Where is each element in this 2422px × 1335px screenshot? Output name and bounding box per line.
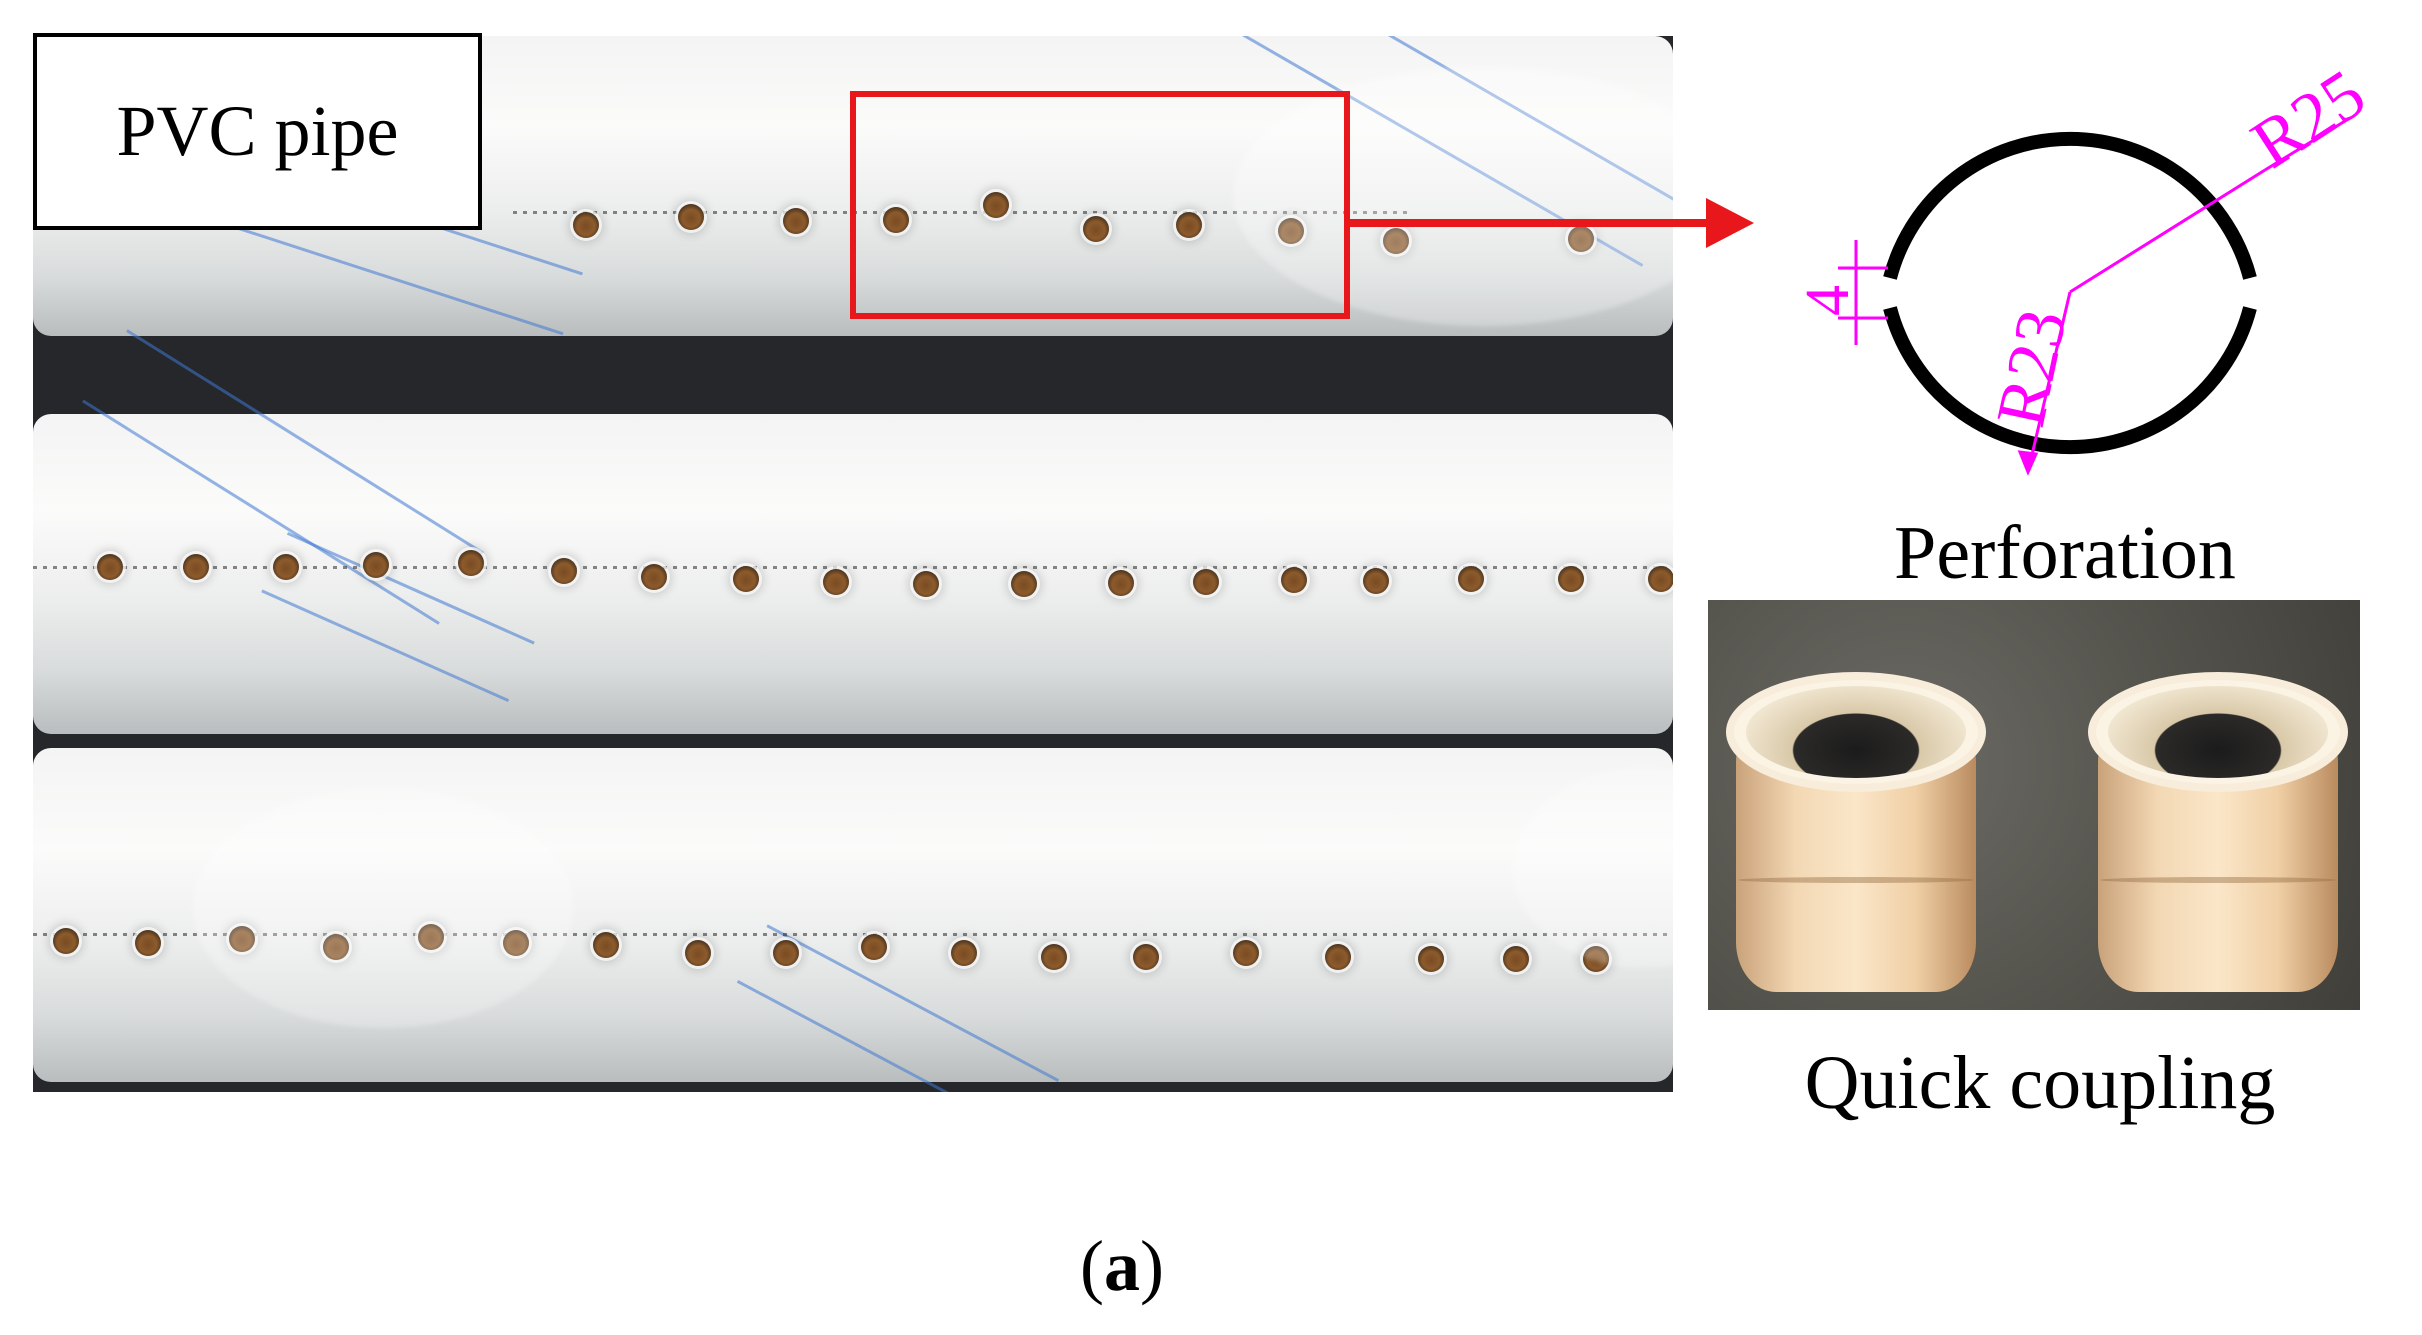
perforation-line: [33, 566, 1673, 569]
perforation-hole: [1011, 571, 1037, 597]
perforation-line: [33, 933, 1673, 936]
callout-arrow-head: [1706, 198, 1754, 248]
coupling-opening: [2108, 686, 2328, 778]
perforation-hole: [773, 940, 799, 966]
perforation-hole: [913, 571, 939, 597]
perforation-hole: [273, 554, 299, 580]
perforation-cross-section: R25 R23 4: [1794, 60, 2379, 476]
perforation-hole: [883, 207, 909, 233]
coupling-left: [1716, 672, 1986, 1002]
photo-label: PVC pipe: [116, 91, 399, 171]
plastic-wrap: [1233, 66, 1673, 326]
perforation-hole: [573, 212, 599, 238]
perforation-hole: [1383, 228, 1409, 254]
perforation-hole: [1278, 218, 1304, 244]
coupling-band: [1738, 877, 1974, 883]
perforation-hole: [97, 554, 123, 580]
perforation-hole: [135, 930, 161, 956]
perforation-hole: [1418, 946, 1444, 972]
perforation-hole: [1176, 212, 1202, 238]
dimension-outer-radius: R25: [2239, 60, 2379, 183]
perforation-hole: [503, 930, 529, 956]
callout-arrow-shaft: [1350, 219, 1712, 227]
radius-r23-arrowhead: [2017, 450, 2039, 476]
quick-coupling-photo: [1708, 600, 2360, 1010]
plastic-wrap: [1513, 768, 1673, 968]
pipe-ring: [1883, 131, 2257, 455]
photo-label-box: PVC pipe: [33, 33, 482, 230]
perforation-hole: [1325, 944, 1351, 970]
perforation-hole: [861, 934, 887, 960]
ring-lower-arc: [1883, 306, 2257, 455]
subfigure-paren-close: ): [1139, 1226, 1164, 1306]
perforation-hole: [783, 208, 809, 234]
perforation-hole: [418, 924, 444, 950]
perforation-hole: [363, 552, 389, 578]
perforation-hole: [733, 566, 759, 592]
perforation-hole: [983, 192, 1009, 218]
perforation-hole: [1583, 946, 1609, 972]
perforation-hole: [1363, 568, 1389, 594]
perforation-hole: [823, 569, 849, 595]
pipe-middle: [33, 329, 1673, 734]
radius-leader-r25: [2069, 168, 2266, 294]
pipe-bottom: [33, 748, 1673, 1092]
perforation-hole: [551, 558, 577, 584]
ring-upper-arc: [1883, 131, 2257, 280]
perforation-hole: [641, 564, 667, 590]
plastic-wrap: [193, 788, 573, 1028]
coupling-opening: [1746, 686, 1966, 778]
perforation-hole: [1568, 226, 1594, 252]
perforation-hole: [1233, 940, 1259, 966]
perforation-hole: [1648, 566, 1673, 592]
perforation-hole: [678, 204, 704, 230]
subfigure-label: (a): [1080, 1225, 1164, 1308]
radius-leader-r23: [2026, 291, 2072, 473]
perforation-hole: [951, 940, 977, 966]
perforation-hole: [685, 940, 711, 966]
subfigure-letter: a: [1103, 1226, 1140, 1306]
perforation-line: [513, 211, 1413, 214]
perforation-hole: [1558, 566, 1584, 592]
perforation-hole: [1041, 944, 1067, 970]
perforation-hole: [1108, 570, 1134, 596]
perforation-highlight-box: [850, 91, 1350, 319]
perforation-hole: [323, 934, 349, 960]
dimension-inner-radius: R23: [1982, 303, 2082, 433]
quick-coupling-caption: Quick coupling: [1804, 1041, 2276, 1125]
perforation-hole: [183, 554, 209, 580]
perforation-hole: [53, 928, 79, 954]
perforation-hole: [1458, 566, 1484, 592]
perforation-hole: [1503, 946, 1529, 972]
perforation-hole: [1281, 567, 1307, 593]
perforation-hole: [593, 932, 619, 958]
coupling-band: [2100, 877, 2336, 883]
radius-leader-r25-ext: [2264, 116, 2351, 172]
perforation-hole: [1083, 216, 1109, 242]
perforation-hole: [229, 926, 255, 952]
perforation-hole: [1133, 944, 1159, 970]
perforation-hole: [1193, 569, 1219, 595]
coupling-right: [2078, 672, 2348, 1002]
perforation-hole: [458, 550, 484, 576]
subfigure-paren-open: (: [1080, 1226, 1104, 1306]
perforation-caption: Perforation: [1894, 511, 2236, 595]
dimension-slot-width: 4: [1794, 285, 1862, 316]
